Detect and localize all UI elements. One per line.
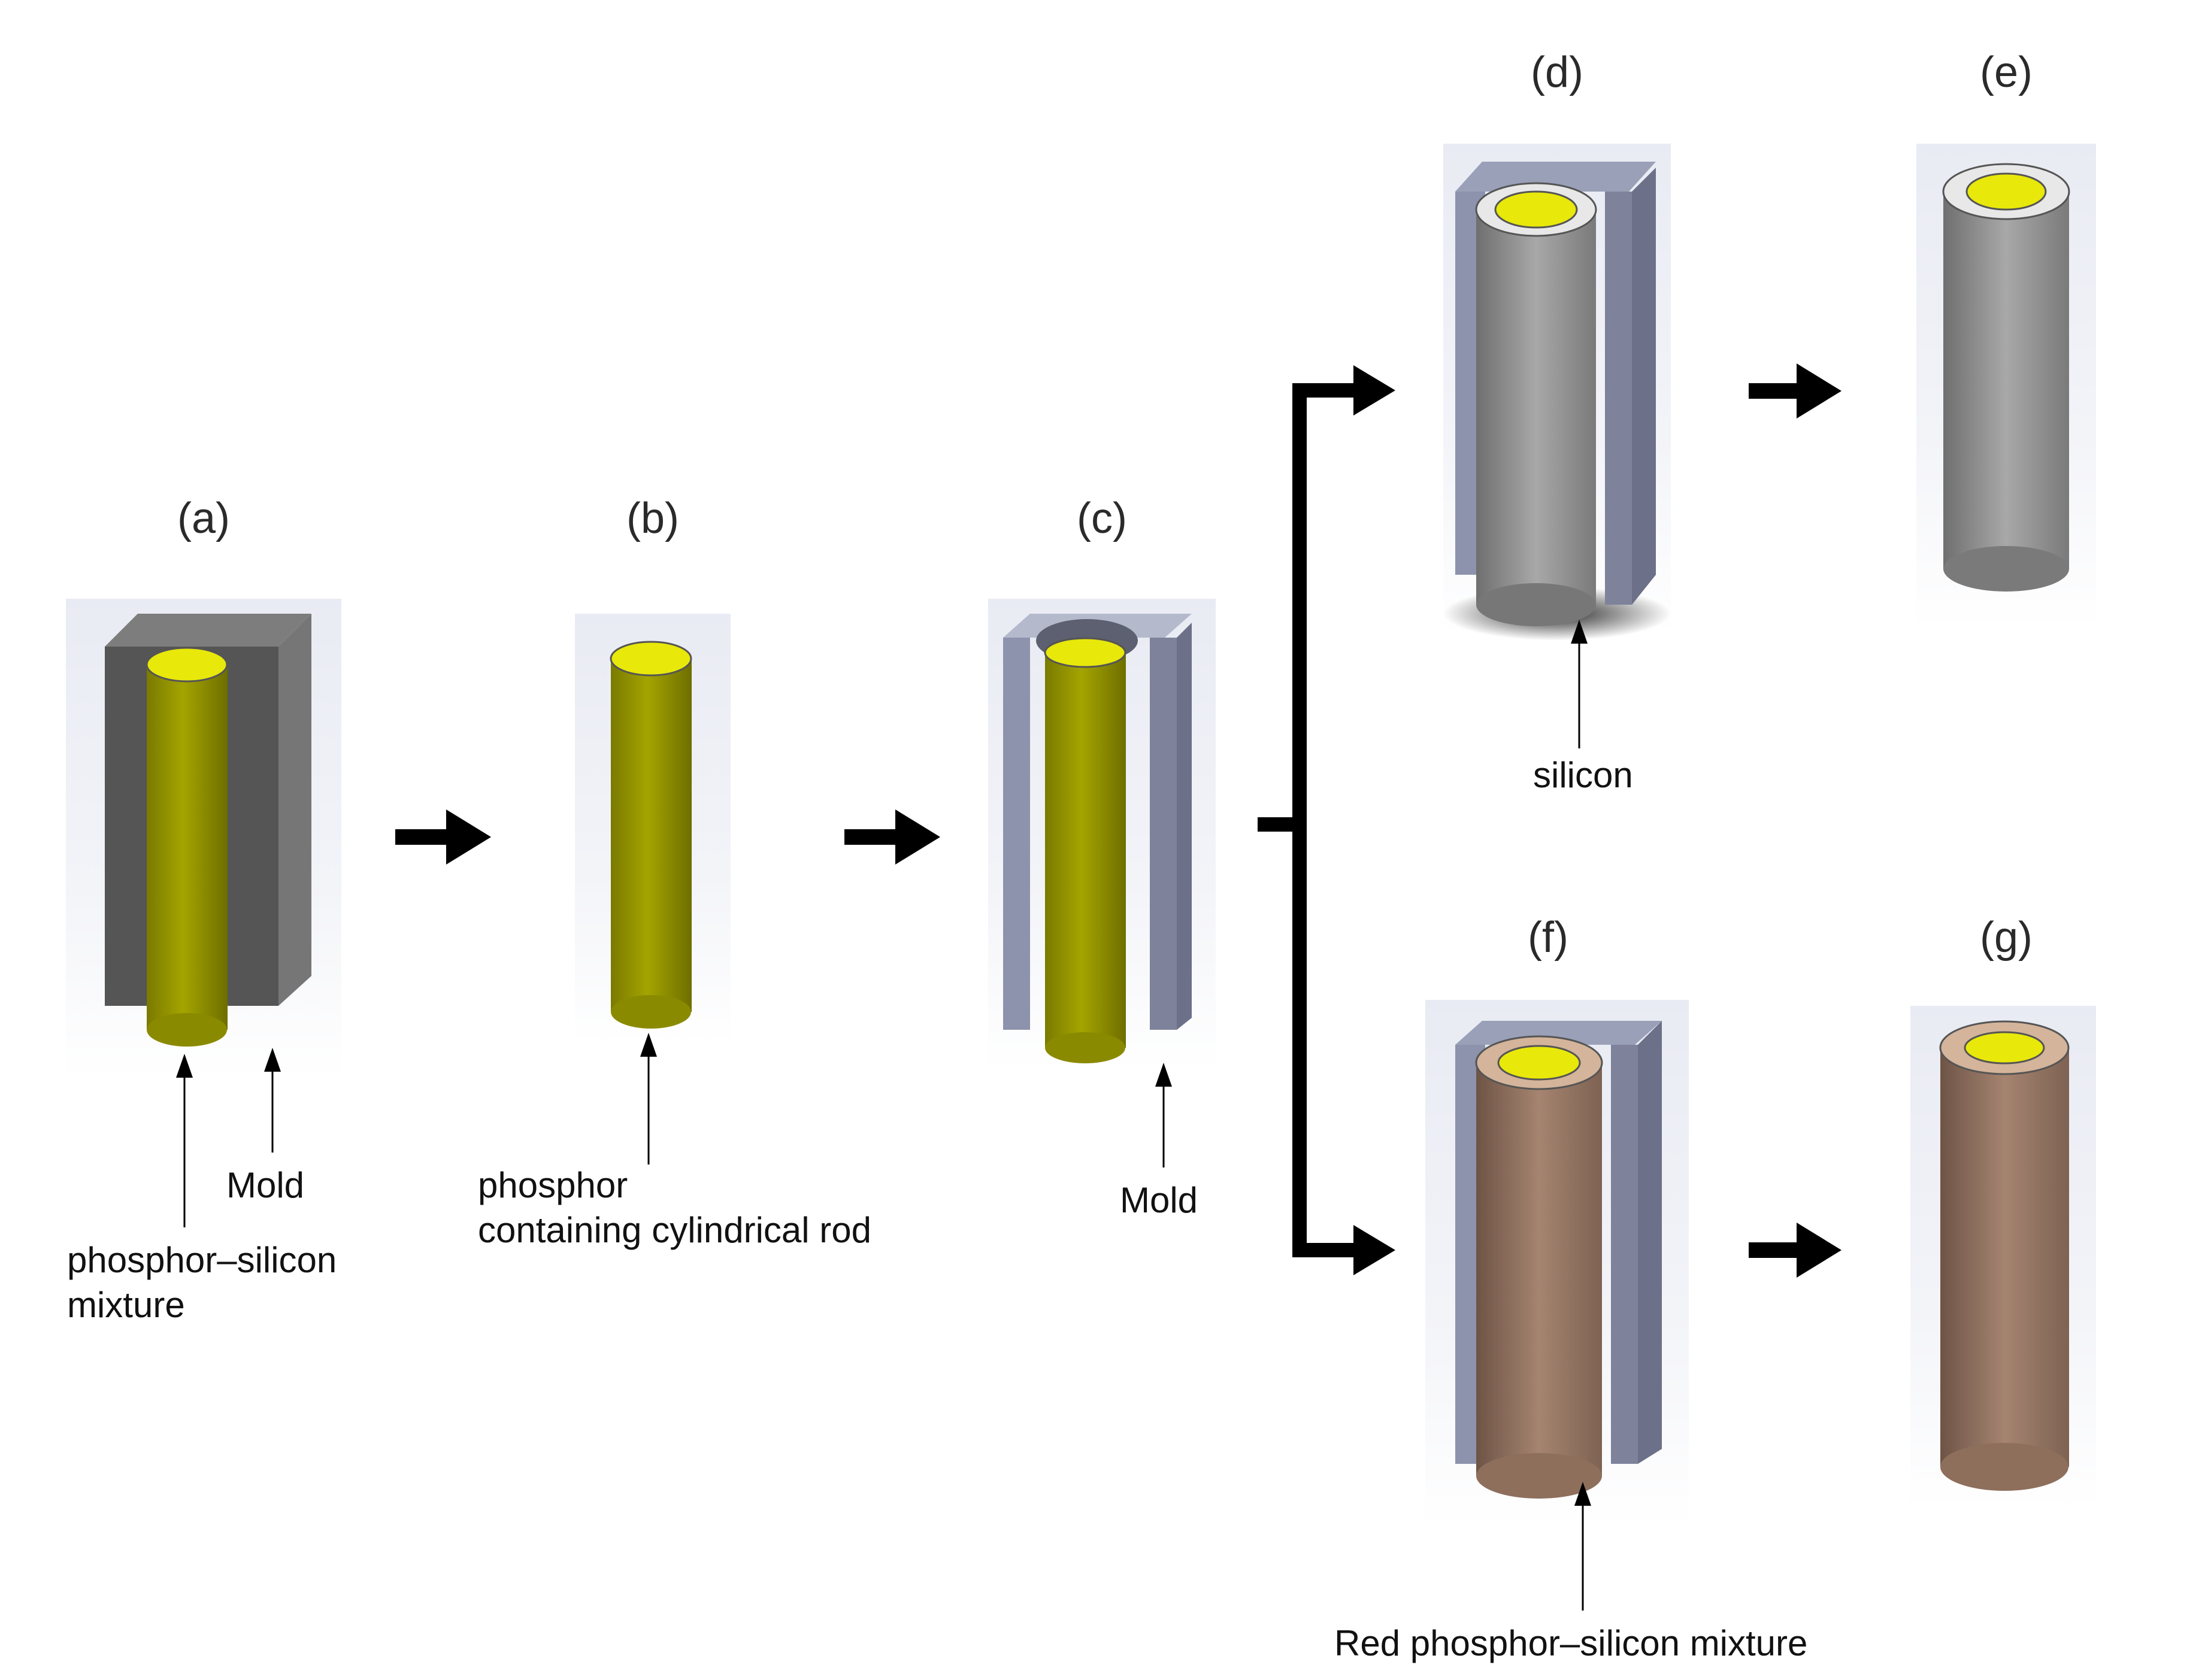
phosphor-core-top <box>1497 1045 1581 1081</box>
phosphor-core-top <box>1964 1031 2045 1065</box>
arrow-d-to-e <box>1749 363 1842 419</box>
panel-label-b: (b) <box>626 495 679 542</box>
arrow-a-to-b <box>395 809 491 865</box>
annotation-a-mold: Mold <box>226 1165 304 1205</box>
annotation-c-mold: Mold <box>1120 1180 1198 1220</box>
panel-label-e: (e) <box>1980 48 2033 96</box>
panel-d-mold-with-silicon <box>1443 144 1671 641</box>
panel-c-mold-with-rod <box>988 599 1216 1072</box>
arrow-b-to-c <box>844 809 940 865</box>
phosphor-core-top <box>1965 172 2047 211</box>
panel-f-mold-with-red-phosphor <box>1425 1000 1689 1527</box>
callout-pointers <box>176 620 1591 1611</box>
annotation-a-mixture-line1: phosphor–silicon <box>67 1240 337 1280</box>
phosphor-rod-top <box>610 641 692 677</box>
phosphor-core-top <box>1494 190 1578 229</box>
panel-e-silicon-rod <box>1916 144 2096 629</box>
branch-arrow-c-to-d-f <box>1258 365 1395 1275</box>
annotation-f-red-phosphor-mixture: Red phosphor–silicon mixture <box>1334 1623 1807 1663</box>
annotation-b-rod-line1: phosphor <box>478 1165 628 1205</box>
panel-g-red-phosphor-rod <box>1910 1006 2096 1509</box>
annotation-b-rod-line2: containing cylindrical rod <box>478 1210 871 1250</box>
annotation-a-mixture-line2: mixture <box>67 1285 185 1325</box>
panel-label-a: (a) <box>177 495 230 542</box>
panel-label-c: (c) <box>1077 495 1127 542</box>
annotation-d-silicon: silicon <box>1533 755 1633 795</box>
panel-label-g: (g) <box>1980 914 2033 962</box>
phosphor-rod-top <box>1044 637 1126 668</box>
panel-a-mold-with-rod <box>66 599 341 1078</box>
panel-label-d: (d) <box>1531 48 1583 96</box>
phosphor-rod-top <box>146 647 228 683</box>
arrow-f-to-g <box>1749 1223 1842 1278</box>
panel-label-f: (f) <box>1528 914 1568 962</box>
panel-b-phosphor-rod <box>575 614 731 1045</box>
